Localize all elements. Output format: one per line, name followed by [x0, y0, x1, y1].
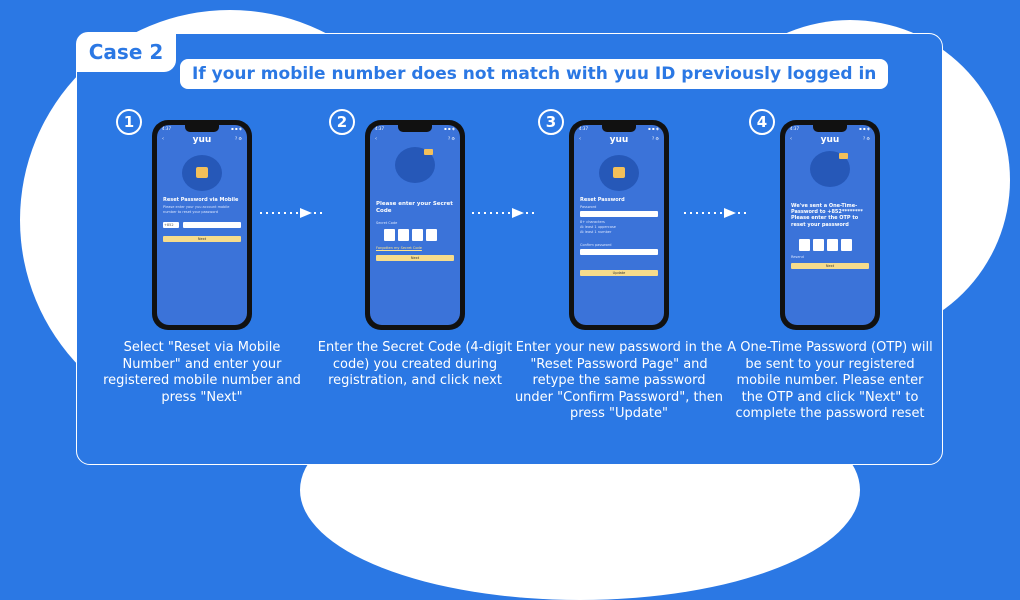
mobile-number-field	[183, 222, 241, 228]
phone-screen: 4:37 ▪ ▪ ◈ ‹ ? ⚙ Please enter your Secret…	[370, 125, 460, 325]
update-button: Update	[580, 270, 658, 276]
status-icons: ▪ ▪ ◈	[230, 126, 242, 131]
phone-screen: 4:37 ▪ ▪ ◈ ‹ yuu ? ⚙ Reset Password Passw…	[574, 125, 664, 325]
resend-link: Resend	[791, 255, 804, 259]
status-bar: 4:37 ▪ ▪ ◈	[579, 126, 659, 131]
country-code-field: +852	[163, 222, 179, 228]
yuu-logo: yuu	[609, 135, 629, 145]
next-button: Next	[791, 263, 869, 269]
status-time: 4:37	[790, 126, 799, 131]
password-check-3: At least 1 number	[580, 230, 612, 234]
back-arrow-icon: ‹	[375, 136, 377, 142]
step-number-4: 4	[749, 109, 775, 135]
header-icons: ? ⚙	[652, 136, 659, 141]
arrow-step-2-to-3	[472, 208, 536, 218]
status-icons: ▪ ▪ ◈	[443, 126, 455, 131]
back-arrow-icon: ‹	[162, 136, 164, 142]
header-icons: ? ⚙	[863, 136, 870, 141]
back-arrow-icon: ‹	[579, 136, 581, 142]
status-icons: ▪ ▪ ◈	[858, 126, 870, 131]
key-illustration-icon	[395, 147, 435, 183]
case-label: Case 2	[76, 32, 176, 72]
arrow-step-3-to-4	[684, 208, 748, 218]
step-number-2: 2	[329, 109, 355, 135]
back-arrow-icon: ‹	[790, 136, 792, 142]
status-time: 4:37	[162, 126, 171, 131]
step-1-description: Select "Reset via Mobile Number" and ent…	[103, 340, 301, 405]
arrow-step-1-to-2	[260, 208, 324, 218]
phone-screen: 4:37 ▪ ▪ ◈ ‹ yuu ? ⚙ Reset Password via M…	[157, 125, 247, 325]
step-3-description: Enter your new password in the "Reset Pa…	[514, 340, 724, 421]
next-button: Next	[163, 236, 241, 242]
yuu-logo: yuu	[820, 135, 840, 145]
phone-notch	[398, 125, 432, 132]
phone-mockup-step-2: 4:37 ▪ ▪ ◈ ‹ ? ⚙ Please enter your Secret…	[365, 120, 465, 330]
phone-notch	[185, 125, 219, 132]
forgot-secret-code-link: Forgotten my Secret Code	[376, 246, 422, 250]
screen-text: Please enter your yuu account mobile num…	[163, 205, 230, 214]
confirm-password-label: Confirm password	[580, 243, 612, 247]
header-icons: ? ⚙	[235, 136, 242, 141]
status-icons: ▪ ▪ ◈	[647, 126, 659, 131]
next-button: Next	[376, 255, 454, 261]
status-bar: 4:37 ▪ ▪ ◈	[790, 126, 870, 131]
lock-illustration-icon	[599, 155, 639, 191]
screen-title: Reset Password via Mobile	[163, 197, 239, 203]
password-label: Password	[580, 205, 597, 209]
password-check-2: At least 1 uppercase	[580, 225, 616, 229]
phone-notch	[602, 125, 636, 132]
confirm-password-field	[580, 249, 658, 255]
step-number-1: 1	[116, 109, 142, 135]
yuu-logo: yuu	[192, 135, 212, 145]
screen-title: Please enter your Secret Code	[376, 201, 453, 214]
otp-boxes	[799, 239, 852, 251]
status-time: 4:37	[375, 126, 384, 131]
screen-title: We've sent a One-Time-Password to +852**…	[791, 203, 863, 228]
status-bar: 4:37 ▪ ▪ ◈	[375, 126, 455, 131]
phone-notch	[813, 125, 847, 132]
case-subtitle: If your mobile number does not match wit…	[180, 59, 889, 89]
step-2-description: Enter the Secret Code (4-digit code) you…	[317, 340, 513, 388]
phone-screen: 4:37 ▪ ▪ ◈ ‹ yuu ? ⚙ We've sent a One-Tim…	[785, 125, 875, 325]
secret-code-boxes	[384, 229, 437, 241]
phone-mockup-step-3: 4:37 ▪ ▪ ◈ ‹ yuu ? ⚙ Reset Password Passw…	[569, 120, 669, 330]
header-icons: ? ⚙	[448, 136, 455, 141]
status-time: 4:37	[579, 126, 588, 131]
phone-otp-illustration-icon	[810, 151, 850, 187]
step-number-3: 3	[538, 109, 564, 135]
secret-code-label: Secret Code	[376, 221, 398, 225]
phone-mockup-step-1: 4:37 ▪ ▪ ◈ ‹ yuu ? ⚙ Reset Password via M…	[152, 120, 252, 330]
password-field	[580, 211, 658, 217]
phone-mockup-step-4: 4:37 ▪ ▪ ◈ ‹ yuu ? ⚙ We've sent a One-Tim…	[780, 120, 880, 330]
password-check-1: 8+ characters	[580, 220, 605, 224]
lock-illustration-icon	[182, 155, 222, 191]
step-4-description: A One-Time Password (OTP) will be sent t…	[727, 340, 933, 421]
screen-title: Reset Password	[580, 197, 625, 203]
status-bar: 4:37 ▪ ▪ ◈	[162, 126, 242, 131]
